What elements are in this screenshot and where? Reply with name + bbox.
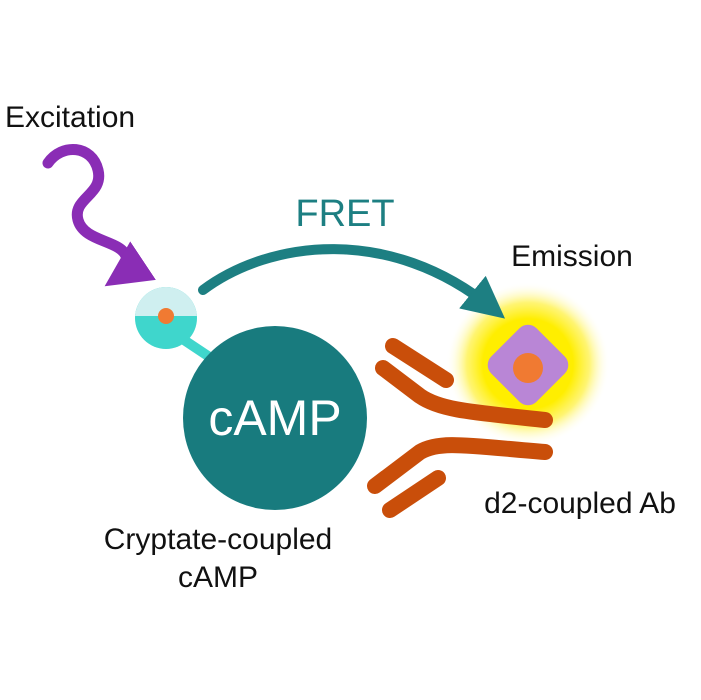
fret-label: FRET bbox=[295, 193, 394, 235]
excitation-label: Excitation bbox=[5, 101, 135, 134]
emission-label: Emission bbox=[511, 240, 633, 273]
curved-arrow-icon bbox=[198, 244, 506, 319]
cryptate-donor-icon bbox=[135, 287, 197, 349]
antibody-icon bbox=[367, 338, 553, 518]
cryptate-label-line1: Cryptate-coupled bbox=[104, 523, 332, 556]
camp-circle bbox=[183, 326, 367, 510]
wavy-arrow-icon bbox=[42, 143, 156, 287]
d2-acceptor-icon bbox=[487, 324, 569, 406]
cryptate-label-line2: cAMP bbox=[178, 561, 258, 594]
d2-ab-label: d2-coupled Ab bbox=[484, 487, 676, 520]
camp-label: cAMP bbox=[208, 390, 341, 446]
